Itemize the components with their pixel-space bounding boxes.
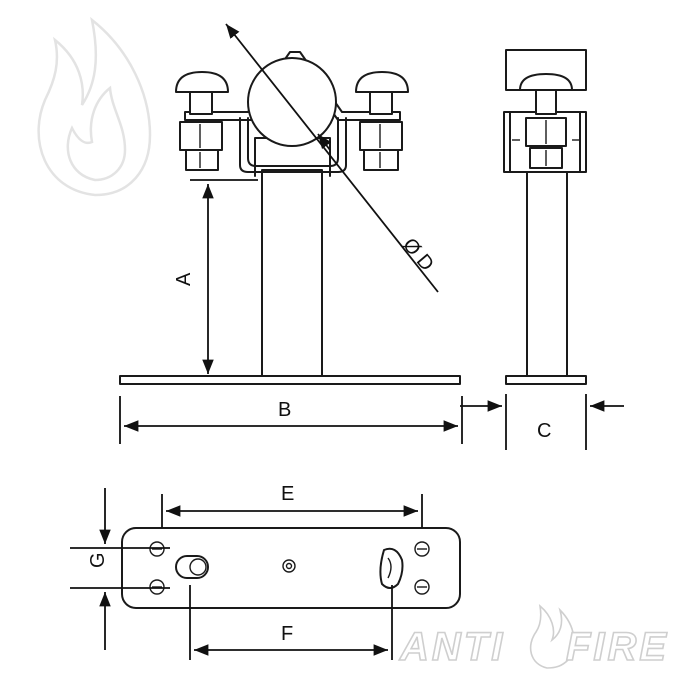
side-base-plate bbox=[505, 375, 587, 385]
side-post bbox=[526, 169, 568, 377]
front-lower-band bbox=[247, 117, 339, 167]
dim-diameter-line bbox=[225, 23, 439, 293]
front-pipe bbox=[247, 57, 337, 147]
label-a: A bbox=[173, 272, 195, 286]
watermark-flame-icon bbox=[37, 16, 152, 197]
front-left-bolt-head bbox=[175, 71, 229, 93]
side-view bbox=[503, 49, 587, 385]
label-b: B bbox=[278, 399, 291, 421]
front-view bbox=[119, 51, 461, 385]
front-left-nut-upper bbox=[179, 121, 223, 151]
watermark-text-fire: FIRE bbox=[566, 625, 669, 669]
label-c: C bbox=[537, 420, 551, 442]
front-right-nut-upper bbox=[359, 121, 403, 151]
front-post bbox=[261, 169, 323, 377]
front-base-plate bbox=[119, 375, 461, 385]
front-left-nut-lower bbox=[185, 149, 219, 171]
plan-view bbox=[121, 527, 461, 609]
watermark-logo: ANTI FIRE bbox=[398, 604, 669, 670]
label-f: F bbox=[281, 623, 293, 645]
label-e: E bbox=[281, 483, 294, 505]
front-right-nut-lower bbox=[363, 149, 399, 171]
plan-left-slot bbox=[175, 555, 209, 579]
watermark-flame-small-icon bbox=[529, 604, 575, 669]
front-right-bolt-head bbox=[355, 71, 409, 93]
label-g: G bbox=[87, 552, 109, 568]
label-d: Ø D bbox=[398, 234, 438, 275]
watermark-text-anti: ANTI bbox=[399, 625, 505, 669]
